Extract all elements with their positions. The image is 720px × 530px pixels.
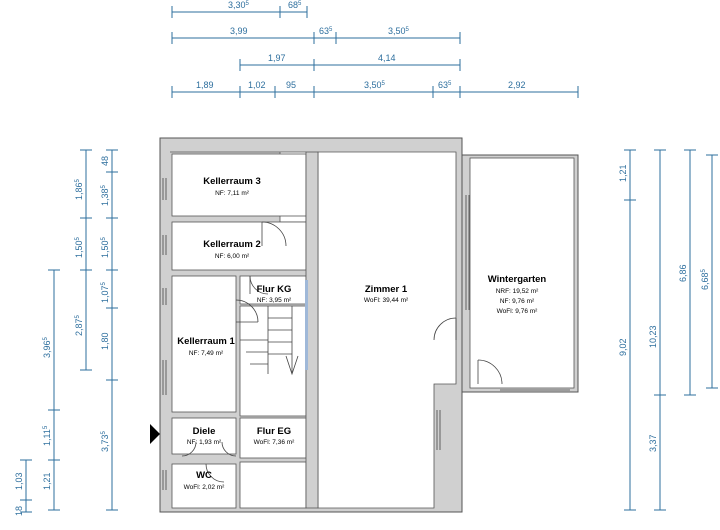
room-name-diele: Diele	[193, 426, 216, 437]
room-area-flur-kg: NF: 3,95 m²	[257, 297, 292, 304]
dim-left-2: 1,505	[74, 236, 84, 258]
room-area-zimmer-1: WoFl: 39,44 m²	[364, 297, 409, 304]
room-area-wc: WoFl: 2,02 m²	[184, 484, 226, 491]
dim-left-8: 1,21	[42, 472, 52, 490]
dim-top-12: 635	[438, 80, 452, 90]
room-wc	[171, 463, 237, 509]
dim-left-4: 2,875	[74, 314, 84, 336]
room-area-flur-eg: WoFl: 7,36 m²	[254, 439, 296, 446]
room-kellerraum-2	[171, 221, 307, 271]
room-diele	[171, 417, 237, 455]
wintergarten-structure	[461, 154, 579, 393]
room-area-wintergarten-nrf: NRF: 19,52 m²	[496, 288, 539, 295]
dim-left-5: 1,115	[42, 425, 52, 446]
dim-top-8: 1,89	[196, 80, 214, 90]
room-flur-kg	[239, 275, 307, 305]
room-area-wintergarten-wofl: WoFl: 9,76 m²	[497, 308, 539, 315]
dim-right-4: 6,86	[678, 264, 688, 282]
room-area-kellerraum-2: NF: 6,00 m²	[215, 253, 250, 260]
dim-top-10: 95	[286, 80, 296, 90]
room-area-wintergarten-nf: NF: 9,76 m²	[500, 298, 535, 305]
room-labels: Kellerraum 3 NF: 7,11 m² Kellerraum 2 NF…	[177, 176, 546, 491]
dim-left-3: 3,965	[42, 336, 52, 358]
entrance-marker	[150, 424, 160, 444]
dim-top-9: 1,02	[248, 80, 266, 90]
room-name-wc: WC	[196, 470, 212, 481]
staircase	[240, 306, 299, 376]
dim-left-14: 3,735	[100, 430, 110, 452]
room-name-kellerraum-2: Kellerraum 2	[203, 239, 261, 250]
door-swings	[181, 221, 503, 483]
dim-left-12: 1,075	[100, 281, 110, 303]
top-dimension-chains: 3,305 685 3,99 635 3,505 1,97 4,14 1,89 …	[171, 0, 579, 98]
dim-top-2: 685	[288, 0, 302, 10]
dim-right-3: 10,23	[648, 325, 658, 348]
windows	[162, 178, 441, 490]
room-kellerraum-3	[171, 153, 307, 217]
room-area-kellerraum-3: NF: 7,11 m²	[215, 190, 250, 197]
dim-top-5: 3,505	[388, 26, 410, 36]
dim-left-6: 1,03	[14, 472, 24, 490]
room-name-flur-eg: Flur EG	[257, 426, 291, 437]
dim-left-11: 1,505	[100, 236, 110, 258]
dim-left-9: 48	[100, 156, 110, 166]
room-kellerraum-1	[171, 275, 237, 413]
dim-top-11: 3,505	[364, 80, 386, 90]
room-name-zimmer-1: Zimmer 1	[365, 284, 408, 295]
dim-left-7: 18	[14, 506, 24, 516]
dim-top-4: 635	[319, 26, 333, 36]
dim-left-13: 1,80	[100, 332, 110, 350]
right-dimension-chains: 1,21 9,02 10,23 3,37 6,86 6,685	[618, 149, 718, 511]
room-flur-eg	[239, 417, 307, 459]
dim-left-1: 1,865	[74, 178, 84, 200]
room-name-kellerraum-3: Kellerraum 3	[203, 176, 261, 187]
dim-right-2: 9,02	[618, 338, 628, 356]
dim-top-3: 3,99	[230, 26, 248, 36]
walls	[159, 137, 463, 513]
room-name-flur-kg: Flur KG	[257, 284, 292, 295]
dim-top-6: 1,97	[268, 53, 286, 63]
dim-right-6: 3,37	[648, 434, 658, 452]
left-dimension-chains: 3,965 1,115 1,21 1,865 1,505 2,875 1,03 …	[14, 149, 118, 516]
dim-top-13: 2,92	[508, 80, 526, 90]
dim-top-1: 3,305	[228, 0, 250, 10]
dim-left-10: 1,385	[100, 184, 110, 206]
room-stairwell	[239, 305, 307, 417]
room-name-wintergarten: Wintergarten	[488, 274, 547, 285]
room-area-diele: NF: 1,93 m²	[187, 439, 222, 446]
dim-right-5: 6,685	[700, 268, 710, 290]
room-area-kellerraum-1: NF: 7,49 m²	[189, 350, 224, 357]
dim-right-1: 1,21	[618, 164, 628, 182]
dim-top-7: 4,14	[378, 53, 396, 63]
room-name-kellerraum-1: Kellerraum 1	[177, 336, 235, 347]
